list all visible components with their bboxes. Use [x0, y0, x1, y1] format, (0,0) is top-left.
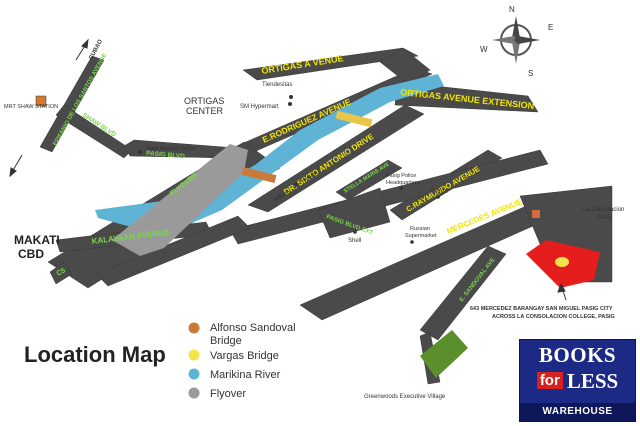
alfonso-sandoval-bridge-a: [241, 167, 277, 183]
store-marker: [555, 257, 569, 267]
road-edsa: [39, 55, 105, 153]
flyover: [112, 144, 248, 256]
compass-e: E: [548, 23, 553, 32]
marikina-river: [95, 74, 444, 232]
legend-label-1: Vargas Bridge: [210, 350, 279, 362]
label-consolacion2: Pasig: [597, 215, 612, 221]
arrow-store: [557, 282, 567, 301]
road-network: [39, 47, 613, 385]
legend-label-0: Alfonso Sandoval: [210, 322, 296, 334]
consolacion-marker: [532, 210, 540, 218]
label-mrt: MRT SHAW STATION: [4, 104, 58, 110]
legend-label-3: Flyover: [210, 388, 246, 400]
arrow-cubao: [75, 38, 89, 61]
logo-less: LESS: [566, 369, 619, 393]
label-tiendesitas: Tiendesitas: [262, 82, 292, 88]
road-c5: [49, 261, 73, 285]
road-sandoval: [419, 245, 507, 341]
label-shell: Shell: [348, 238, 361, 244]
label-sm: SM Hypermart: [240, 104, 279, 110]
compass-w: W: [480, 45, 488, 54]
road-sixto-antonio: [247, 104, 425, 213]
legend-label-2: Marikina River: [210, 369, 281, 381]
legend-swatch-2: [188, 368, 200, 380]
road-mid-diagonal: [229, 149, 549, 245]
address-line1: 643 MERCEDEZ BARANGAY SAN MIGUEL PASIG C…: [470, 306, 613, 312]
label-pasig-blvd: PASIG BLVD: [146, 150, 186, 160]
road-lower-left: [95, 215, 251, 287]
logo-line3: WAREHOUSE: [520, 403, 635, 421]
legend-label-0b: Bridge: [210, 335, 242, 347]
dot-petron: [436, 195, 440, 199]
label-russian2: Supermarket: [405, 233, 437, 239]
greenwoods-park: [420, 330, 468, 378]
logo-for: for: [536, 372, 563, 389]
label-ortigas-center: CENTER: [186, 106, 224, 116]
legend-swatch-0: [188, 322, 200, 334]
compass-icon: N S W E: [480, 5, 553, 78]
label-c5: C5: [56, 267, 67, 278]
vargas-bridge: [335, 110, 373, 128]
dot-tiendesitas: [289, 95, 293, 99]
label-consolacion1: La Consolacion: [583, 207, 624, 213]
label-makati-cbd: CBD: [18, 247, 44, 261]
label-makati: MAKATI: [14, 233, 60, 247]
legend: Alfonso Sandoval Bridge Vargas Bridge Ma…: [188, 322, 296, 400]
legend-swatch-3: [188, 387, 200, 399]
road-ortigas-diagonal: [379, 47, 431, 85]
road-ortigas-avenue: [242, 47, 419, 81]
mrt-station-marker: [35, 95, 47, 107]
compass-s: S: [528, 69, 533, 78]
label-rizal: Rizal Medical Center: [146, 146, 197, 152]
label-police2: Headquarters: [386, 180, 420, 186]
dot-police: [399, 186, 403, 190]
map-title: Location Map: [24, 342, 166, 367]
road-shaw: [55, 104, 133, 159]
arrow-south: [9, 154, 23, 178]
address-line2: ACROSS LA CONSOLACION COLLEGE, PASIG: [492, 314, 615, 320]
dot-rizal: [138, 150, 142, 154]
label-police1: Pasig Police: [386, 173, 416, 179]
label-russian1: Russian: [410, 226, 430, 232]
dot-shell: [353, 230, 357, 234]
dot-seven: [294, 182, 298, 186]
dot-russian: [410, 240, 414, 244]
road-stella-maris: [335, 159, 403, 201]
label-greenwoods: Greenwoods Executive Village: [364, 394, 446, 400]
road-pasig-blvd-ext: [317, 187, 391, 239]
dot-sm: [288, 102, 292, 106]
compass-n: N: [509, 5, 515, 14]
logo-line1: BOOKS: [538, 343, 617, 367]
label-petron: Petron: [430, 189, 448, 195]
label-ortigas: ORTIGAS: [184, 96, 224, 106]
legend-swatch-1: [188, 349, 200, 361]
